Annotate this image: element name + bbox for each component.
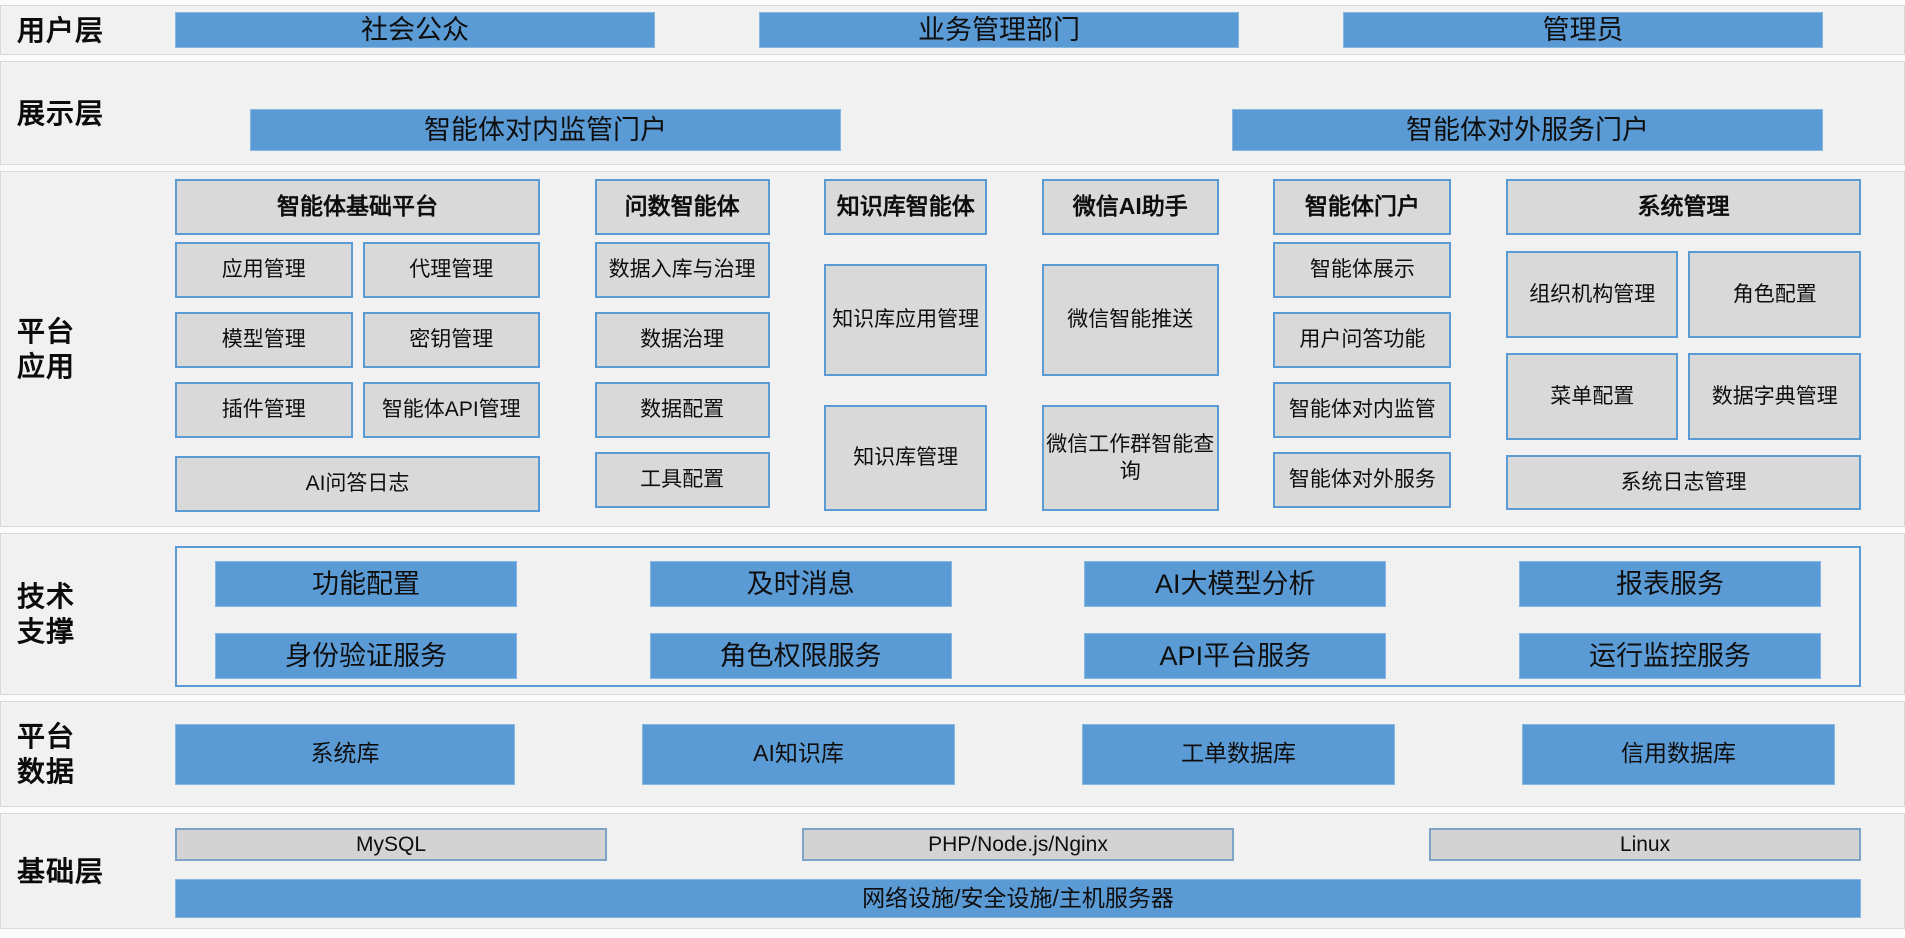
group-agent-portal: 智能体门户 智能体展示 用户问答功能 智能体对内监管 智能体对外服务 (1273, 179, 1452, 526)
layer-label-display: 展示层 (17, 97, 105, 129)
group-header: 问数智能体 (594, 179, 770, 235)
module-box: 应用管理 (175, 242, 353, 298)
tech-support-container: 功能配置 及时消息 AI大模型分析 报表服务 身份验证服务 角色权限服务 API… (175, 546, 1861, 687)
layer-tech-support-band: 技术 支撑 功能配置 及时消息 AI大模型分析 报表服务 身份验证服务 角色权限… (0, 533, 1905, 695)
layer-label-line: 技术 (17, 581, 76, 612)
tech-support-row: 身份验证服务 角色权限服务 API平台服务 运行监控服务 (215, 633, 1821, 679)
infrastructure-row: MySQL PHP/Node.js/Nginx Linux (175, 828, 1861, 861)
module-box: 组织机构管理 (1505, 251, 1679, 338)
database-box: 工单数据库 (1082, 723, 1395, 785)
database-box: 系统库 (175, 723, 515, 785)
module-grid: 组织机构管理 角色配置 菜单配置 数据字典管理 (1505, 251, 1861, 440)
platform-app-content: 智能体基础平台 应用管理 代理管理 模型管理 密钥管理 插件管理 智能体API管… (175, 172, 1861, 526)
display-layer-content: 智能体对内监管门户 智能体对外服务门户 (175, 62, 1861, 164)
module-box: 数据字典管理 (1688, 353, 1861, 440)
portal-external-service: 智能体对外服务门户 (1232, 109, 1823, 151)
service-box: 角色权限服务 (649, 633, 952, 679)
group-system-management: 系统管理 组织机构管理 角色配置 菜单配置 数据字典管理 系统日志管理 (1505, 179, 1861, 526)
module-box: 智能体API管理 (362, 382, 540, 438)
module-box: 菜单配置 (1505, 353, 1679, 440)
service-box: 及时消息 (649, 561, 952, 607)
module-box: 模型管理 (175, 312, 353, 368)
layer-label-platform-app: 平台 应用 (1, 172, 175, 526)
service-box: 功能配置 (215, 561, 517, 607)
layer-label-line: 应用 (17, 351, 76, 382)
layer-label-line: 平台 (17, 316, 76, 347)
service-box: API平台服务 (1084, 633, 1387, 679)
database-box: AI知识库 (642, 723, 955, 785)
infra-base-bar: 网络设施/安全设施/主机服务器 (175, 879, 1861, 918)
user-group-admin: 管理员 (1343, 12, 1823, 48)
group-agent-base-platform: 智能体基础平台 应用管理 代理管理 模型管理 密钥管理 插件管理 智能体API管… (175, 179, 540, 526)
group-header: 知识库智能体 (824, 179, 988, 235)
user-layer-content: 社会公众 业务管理部门 管理员 (175, 6, 1861, 54)
layer-infrastructure-band: 基础层 MySQL PHP/Node.js/Nginx Linux 网络设施/安… (0, 813, 1905, 929)
module-box: 插件管理 (175, 382, 353, 438)
group-data-qa-agent: 问数智能体 数据入库与治理 数据治理 数据配置 工具配置 (594, 179, 770, 526)
group-header: 智能体基础平台 (175, 179, 540, 235)
layer-label-line: 支撑 (17, 616, 76, 647)
group-header: 智能体门户 (1273, 179, 1452, 235)
layer-platform-data-band: 平台 数据 系统库 AI知识库 工单数据库 信用数据库 (0, 701, 1905, 807)
group-knowledge-base-agent: 知识库智能体 知识库应用管理 知识库管理 (824, 179, 988, 526)
database-box: 信用数据库 (1522, 723, 1835, 785)
platform-data-content: 系统库 AI知识库 工单数据库 信用数据库 (175, 702, 1861, 806)
layer-display-band: 展示层 智能体对内监管门户 智能体对外服务门户 (0, 61, 1905, 165)
service-box: AI大模型分析 (1084, 561, 1387, 607)
module-box: 用户问答功能 (1273, 312, 1452, 368)
tech-support-row: 功能配置 及时消息 AI大模型分析 报表服务 (215, 561, 1821, 607)
layer-label-line: 平台 (17, 721, 76, 752)
module-box: AI问答日志 (175, 456, 540, 512)
layer-label-tech-support: 技术 支撑 (1, 534, 175, 694)
module-box: 数据治理 (594, 312, 770, 368)
module-box: 代理管理 (362, 242, 540, 298)
layer-label-infrastructure: 基础层 (17, 855, 105, 887)
infra-tech-box: Linux (1429, 828, 1861, 861)
module-box: 数据配置 (594, 382, 770, 438)
module-box: 角色配置 (1688, 251, 1861, 338)
module-box: 工具配置 (594, 452, 770, 508)
layer-label-platform-data: 平台 数据 (1, 702, 175, 806)
service-box: 报表服务 (1518, 561, 1821, 607)
module-box: 知识库应用管理 (824, 264, 988, 376)
infra-tech-box: PHP/Node.js/Nginx (802, 828, 1234, 861)
tech-support-content: 功能配置 及时消息 AI大模型分析 报表服务 身份验证服务 角色权限服务 API… (175, 534, 1861, 694)
user-group-public: 社会公众 (175, 12, 655, 48)
module-box: 知识库管理 (824, 405, 988, 511)
infra-tech-box: MySQL (175, 828, 607, 861)
group-header: 系统管理 (1505, 179, 1861, 235)
user-group-business-dept: 业务管理部门 (759, 12, 1239, 48)
module-box: 智能体对内监管 (1273, 382, 1452, 438)
module-box: 数据入库与治理 (594, 242, 770, 298)
module-box: 智能体对外服务 (1273, 452, 1452, 508)
layer-platform-app-band: 平台 应用 智能体基础平台 应用管理 代理管理 模型管理 密钥管理 插件管理 智… (0, 171, 1905, 527)
module-box: 密钥管理 (362, 312, 540, 368)
module-box: 智能体展示 (1273, 242, 1452, 298)
layer-label-line: 数据 (17, 756, 76, 787)
portal-internal-supervision: 智能体对内监管门户 (250, 109, 841, 151)
infrastructure-content: MySQL PHP/Node.js/Nginx Linux 网络设施/安全设施/… (175, 814, 1861, 928)
group-wechat-ai-assistant: 微信AI助手 微信智能推送 微信工作群智能查询 (1041, 179, 1219, 526)
service-box: 运行监控服务 (1518, 633, 1821, 679)
layer-label-user: 用户层 (17, 14, 105, 46)
module-grid: 应用管理 代理管理 模型管理 密钥管理 插件管理 智能体API管理 (175, 242, 540, 438)
module-box: 微信智能推送 (1041, 264, 1219, 376)
group-header: 微信AI助手 (1041, 179, 1219, 235)
module-box: 微信工作群智能查询 (1041, 405, 1219, 511)
module-box: 系统日志管理 (1505, 455, 1861, 510)
layer-user-band: 用户层 社会公众 业务管理部门 管理员 (0, 5, 1905, 55)
service-box: 身份验证服务 (215, 633, 517, 679)
